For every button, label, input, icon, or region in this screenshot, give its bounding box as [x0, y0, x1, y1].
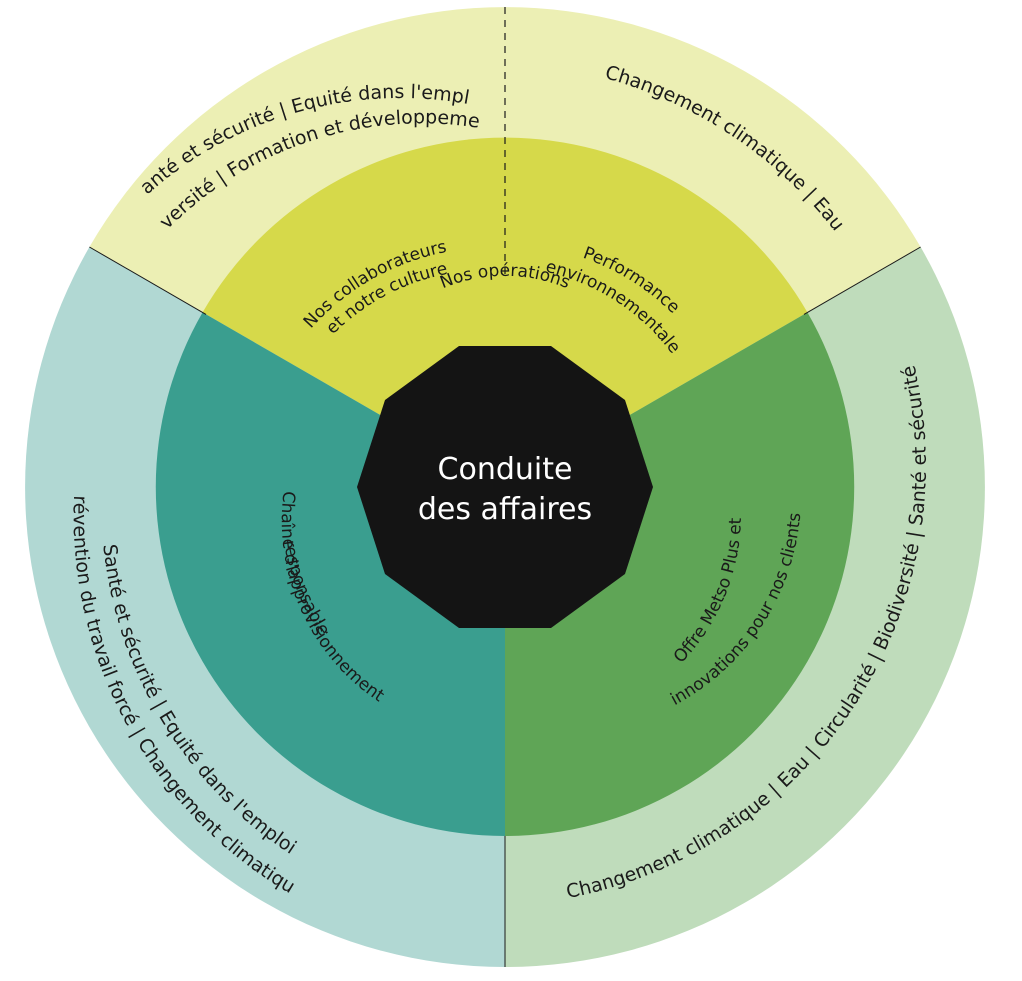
divider-right [803, 246, 921, 315]
center-label-line1: Conduite [438, 452, 573, 487]
center-label-line2: des affaires [418, 492, 592, 527]
inner-sector-top [202, 137, 808, 487]
divider-left [89, 246, 207, 315]
center-decagon [357, 346, 653, 628]
